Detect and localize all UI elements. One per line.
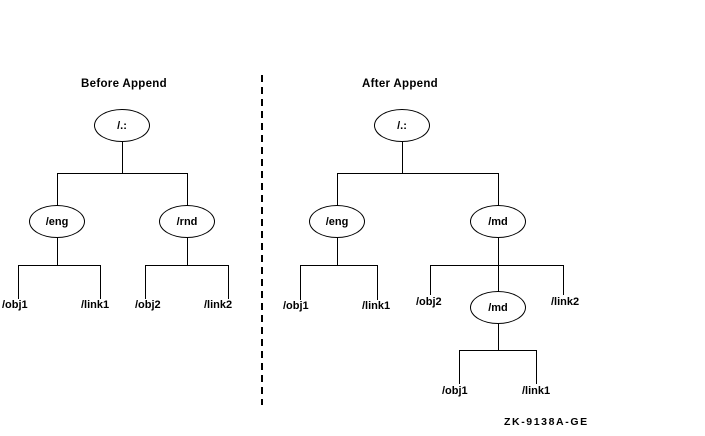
before-link2-label: /link2: [204, 299, 233, 311]
before-eng-label: /eng: [45, 215, 69, 228]
after-link1-label: /link1: [362, 300, 391, 312]
connector-line: [459, 350, 537, 351]
figure-id-caption: ZK-9138A-GE: [504, 416, 589, 428]
after-md-node: /md: [470, 205, 526, 238]
connector-line: [430, 265, 431, 295]
after-append-title: After Append: [361, 78, 439, 90]
after-inner-md-label: /md: [488, 301, 508, 314]
connector-line: [145, 265, 146, 299]
after-inner-obj1-label: /obj1: [442, 385, 468, 397]
before-root-node: /.:: [94, 109, 150, 142]
before-root-label: /.:: [117, 119, 127, 132]
before-eng-node: /eng: [29, 205, 85, 238]
after-root-label: /.:: [397, 119, 407, 132]
after-obj1-label: /obj1: [283, 300, 309, 312]
connector-line: [100, 265, 101, 299]
connector-line: [402, 142, 403, 173]
before-link1-label: /link1: [81, 299, 110, 311]
before-rnd-node: /rnd: [159, 205, 215, 238]
before-obj1-label: /obj1: [2, 299, 28, 311]
connector-line: [337, 238, 338, 265]
connector-line: [337, 173, 338, 206]
connector-line: [228, 265, 229, 299]
connector-line: [57, 173, 188, 174]
after-eng-label: /eng: [325, 215, 349, 228]
after-md-label: /md: [488, 215, 508, 228]
connector-line: [300, 265, 378, 266]
connector-line: [498, 265, 499, 292]
connector-line: [377, 265, 378, 300]
connector-line: [57, 238, 58, 265]
connector-line: [300, 265, 301, 300]
connector-line: [563, 265, 564, 295]
after-inner-md-node: /md: [470, 291, 526, 324]
connector-line: [498, 238, 499, 265]
before-append-title: Before Append: [81, 78, 167, 90]
after-inner-link1-label: /link1: [522, 385, 551, 397]
after-link2-label: /link2: [551, 296, 580, 308]
before-rnd-label: /rnd: [176, 215, 198, 228]
connector-line: [18, 265, 101, 266]
connector-line: [337, 173, 499, 174]
connector-line: [459, 350, 460, 384]
connector-line: [187, 173, 188, 206]
connector-line: [57, 173, 58, 206]
connector-line: [536, 350, 537, 384]
connector-line: [122, 142, 123, 173]
before-obj2-label: /obj2: [135, 299, 161, 311]
divider-dashed-line: [261, 75, 263, 405]
connector-line: [187, 238, 188, 265]
connector-line: [145, 265, 229, 266]
connector-line: [430, 265, 564, 266]
connector-line: [498, 173, 499, 206]
after-eng-node: /eng: [309, 205, 365, 238]
connector-line: [18, 265, 19, 299]
after-obj2-label: /obj2: [416, 296, 442, 308]
after-root-node: /.:: [374, 109, 430, 142]
connector-line: [498, 324, 499, 350]
